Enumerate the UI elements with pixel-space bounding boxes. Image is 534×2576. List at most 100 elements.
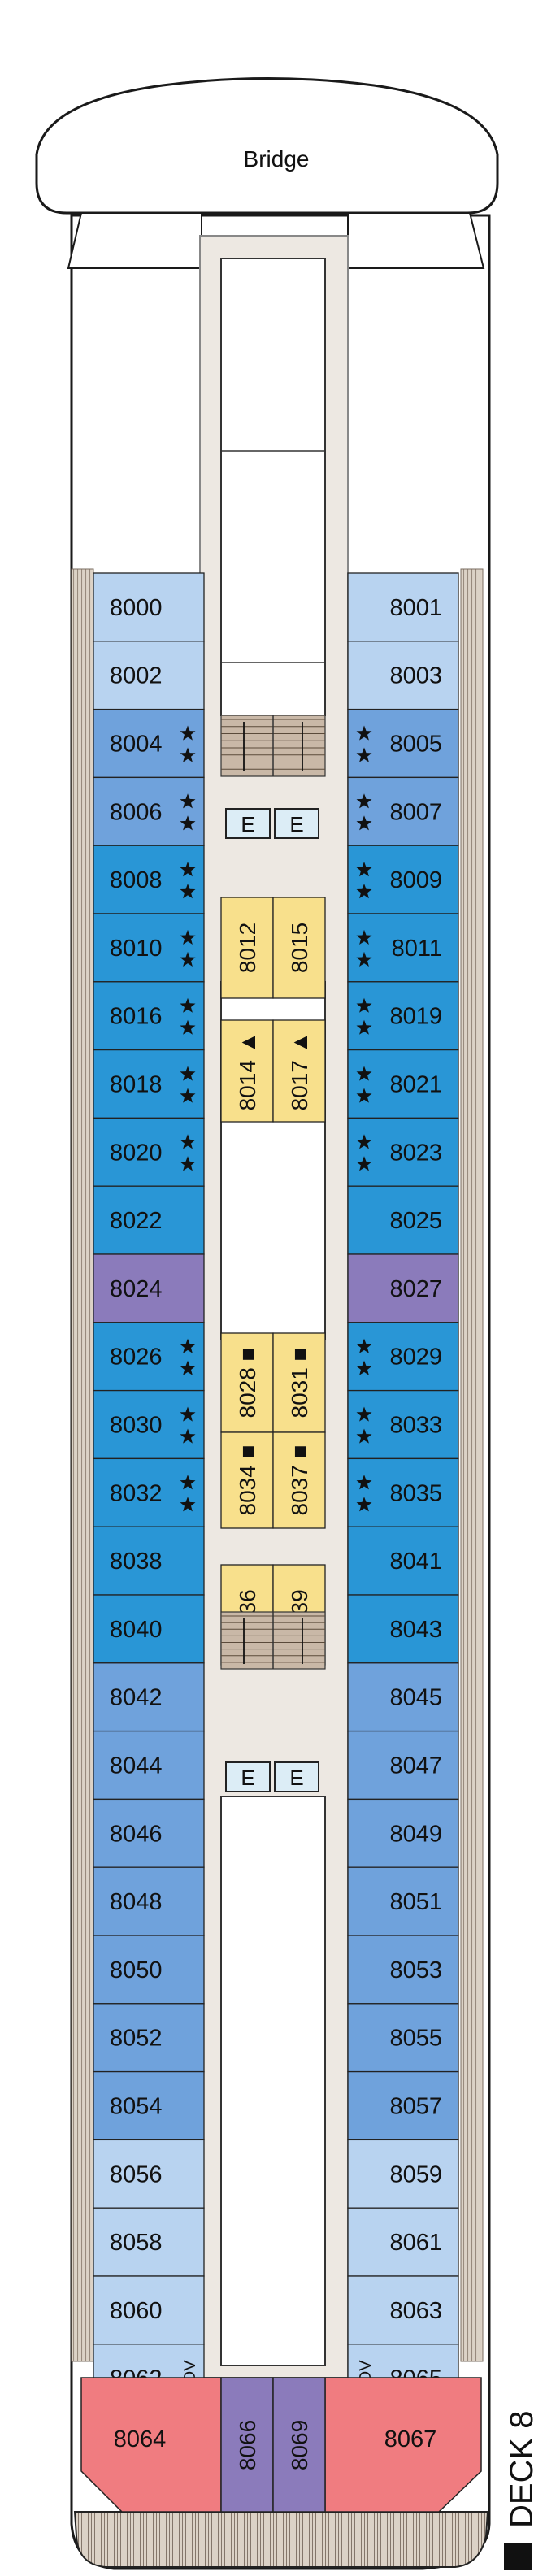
cabin-8033[interactable]: 8033 [347, 1389, 459, 1460]
cabin-8024[interactable]: 8024 [93, 1253, 205, 1323]
forward-service-area [220, 258, 326, 716]
cabin-8042[interactable]: 8042 [93, 1662, 205, 1732]
cabin-8056[interactable]: 8056 [93, 2139, 205, 2209]
cabin-8011[interactable]: 8011 [347, 913, 459, 983]
cabin-8023[interactable]: 8023 [347, 1117, 459, 1187]
cabin-8037[interactable]: 8037 ■ [272, 1431, 326, 1529]
cabin-8040[interactable]: 8040 [93, 1594, 205, 1664]
cabin-8018[interactable]: 8018 [93, 1049, 205, 1119]
cabin-fill [93, 2275, 205, 2345]
cabin-fill [347, 1526, 459, 1596]
cabin-8009[interactable]: 8009 [347, 845, 459, 914]
cabin-8047[interactable]: 8047 [347, 1730, 459, 1801]
cabin-number: 8011 [392, 936, 442, 962]
cabin-8058[interactable]: 8058 [93, 2207, 205, 2277]
cabin-8032[interactable]: 8032 [93, 1457, 205, 1527]
cabin-8049[interactable]: 8049 [347, 1798, 459, 1868]
cabin-8057[interactable]: 8057 [347, 2070, 459, 2141]
cabin-8012[interactable]: 8012 [220, 897, 274, 999]
cabin-8067[interactable]: 8067 [324, 2377, 482, 2513]
cabin-8052[interactable]: 8052 [93, 2003, 205, 2073]
cabin-8043[interactable]: 8043 [347, 1594, 459, 1664]
cabin-8010[interactable]: 8010 [93, 913, 205, 983]
cabin-8031[interactable]: 8031 ■ [272, 1332, 326, 1433]
cabin-number: 8052 [110, 2026, 163, 2052]
cabin-8002[interactable]: 8002 [93, 641, 205, 710]
cabin-8008[interactable]: 8008 [93, 845, 205, 914]
cabin-8020[interactable]: 8020 [93, 1117, 205, 1187]
cabin-number: 8064 [114, 2426, 167, 2452]
cabin-8069[interactable]: 8069 [272, 2377, 326, 2513]
cabin-8066[interactable]: 8066 [220, 2377, 274, 2513]
cabin-8001[interactable]: 8001 [347, 572, 459, 642]
cabin-8005[interactable]: 8005 [347, 708, 459, 779]
cabin-8000[interactable]: 8000 [93, 572, 205, 642]
cabin-fill [347, 776, 459, 846]
cabin-fill [93, 1457, 205, 1527]
cabin-8051[interactable]: 8051 [347, 1866, 459, 1936]
cabin-8035[interactable]: 8035 [347, 1457, 459, 1527]
cabin-number: 8069 [287, 2420, 312, 2470]
cabin-8014[interactable]: 8014 ▲ [220, 1019, 274, 1123]
star-icon [356, 862, 372, 877]
cabin-8026[interactable]: 8026 [93, 1322, 205, 1392]
cabin-number: 8006 [110, 799, 163, 825]
star-icon [180, 1019, 196, 1035]
cabin-8007[interactable]: 8007 [347, 776, 459, 846]
cabin-fill [347, 1935, 459, 2005]
cabin-8019[interactable]: 8019 [347, 981, 459, 1051]
cabin-8029[interactable]: 8029 [347, 1322, 459, 1392]
cabin-8034[interactable]: 8034 ■ [220, 1431, 274, 1529]
cabin-fill [93, 2003, 205, 2073]
cabin-number: 8038 [110, 1549, 163, 1575]
cabin-8063[interactable]: 8063 [347, 2275, 459, 2345]
cabin-8006[interactable]: 8006 [93, 776, 205, 846]
cabin-fill [347, 1457, 459, 1527]
cabin-8038[interactable]: 8038 [93, 1526, 205, 1596]
cabin-number: 8003 [389, 663, 442, 689]
cabin-8064[interactable]: 8064 [80, 2377, 222, 2513]
cabin-8050[interactable]: 8050 [93, 1935, 205, 2005]
inner-cabins: 8012 8015 8014 ▲ 8017 ▲ 8028 ■8031 ■8034 ■80… [220, 897, 326, 1666]
cabin-number: 8014 ▲ [235, 1032, 260, 1111]
cabin-fill [272, 1019, 326, 1123]
cabin-8045[interactable]: 8045 [347, 1662, 459, 1732]
cabin-8015[interactable]: 8015 [272, 897, 326, 999]
star-icon [356, 1019, 372, 1035]
cabin-8060[interactable]: 8060 [93, 2275, 205, 2345]
cabin-8053[interactable]: 8053 [347, 1935, 459, 2005]
cabin-8055[interactable]: 8055 [347, 2003, 459, 2073]
cabin-8054[interactable]: 8054 [93, 2070, 205, 2141]
cabin-number: 8015 [287, 923, 312, 973]
cabin-8041[interactable]: 8041 [347, 1526, 459, 1596]
cabin-8017[interactable]: 8017 ▲ [272, 1019, 326, 1123]
cabin-8028[interactable]: 8028 ■ [220, 1332, 274, 1433]
cabin-number: 8032 [110, 1480, 163, 1506]
cabin-8003[interactable]: 8003 [347, 641, 459, 710]
star-icon [356, 951, 372, 967]
star-icon [356, 793, 372, 809]
cabin-number: 8017 ▲ [287, 1032, 312, 1111]
cabin-8061[interactable]: 8061 [347, 2207, 459, 2277]
cabin-number: 8035 [389, 1480, 442, 1506]
star-icon [180, 1338, 196, 1353]
cabin-8030[interactable]: 8030 [93, 1389, 205, 1460]
star-icon [180, 1475, 196, 1490]
cabin-8021[interactable]: 8021 [347, 1049, 459, 1119]
star-icon [356, 1497, 372, 1512]
cabin-8046[interactable]: 8046 [93, 1798, 205, 1868]
cabin-fill [93, 776, 205, 846]
cabin-8048[interactable]: 8048 [93, 1866, 205, 1936]
cabin-8027[interactable]: 8027 [347, 1253, 459, 1323]
cabin-8004[interactable]: 8004 [93, 708, 205, 779]
cabin-8025[interactable]: 8025 [347, 1185, 459, 1255]
cabin-8044[interactable]: 8044 [93, 1730, 205, 1801]
cabin-8016[interactable]: 8016 [93, 981, 205, 1051]
cabin-fill [347, 1185, 459, 1255]
cabin-8022[interactable]: 8022 [93, 1185, 205, 1255]
cabin-number: 8042 [110, 1685, 163, 1711]
cabin-8059[interactable]: 8059 [347, 2139, 459, 2209]
